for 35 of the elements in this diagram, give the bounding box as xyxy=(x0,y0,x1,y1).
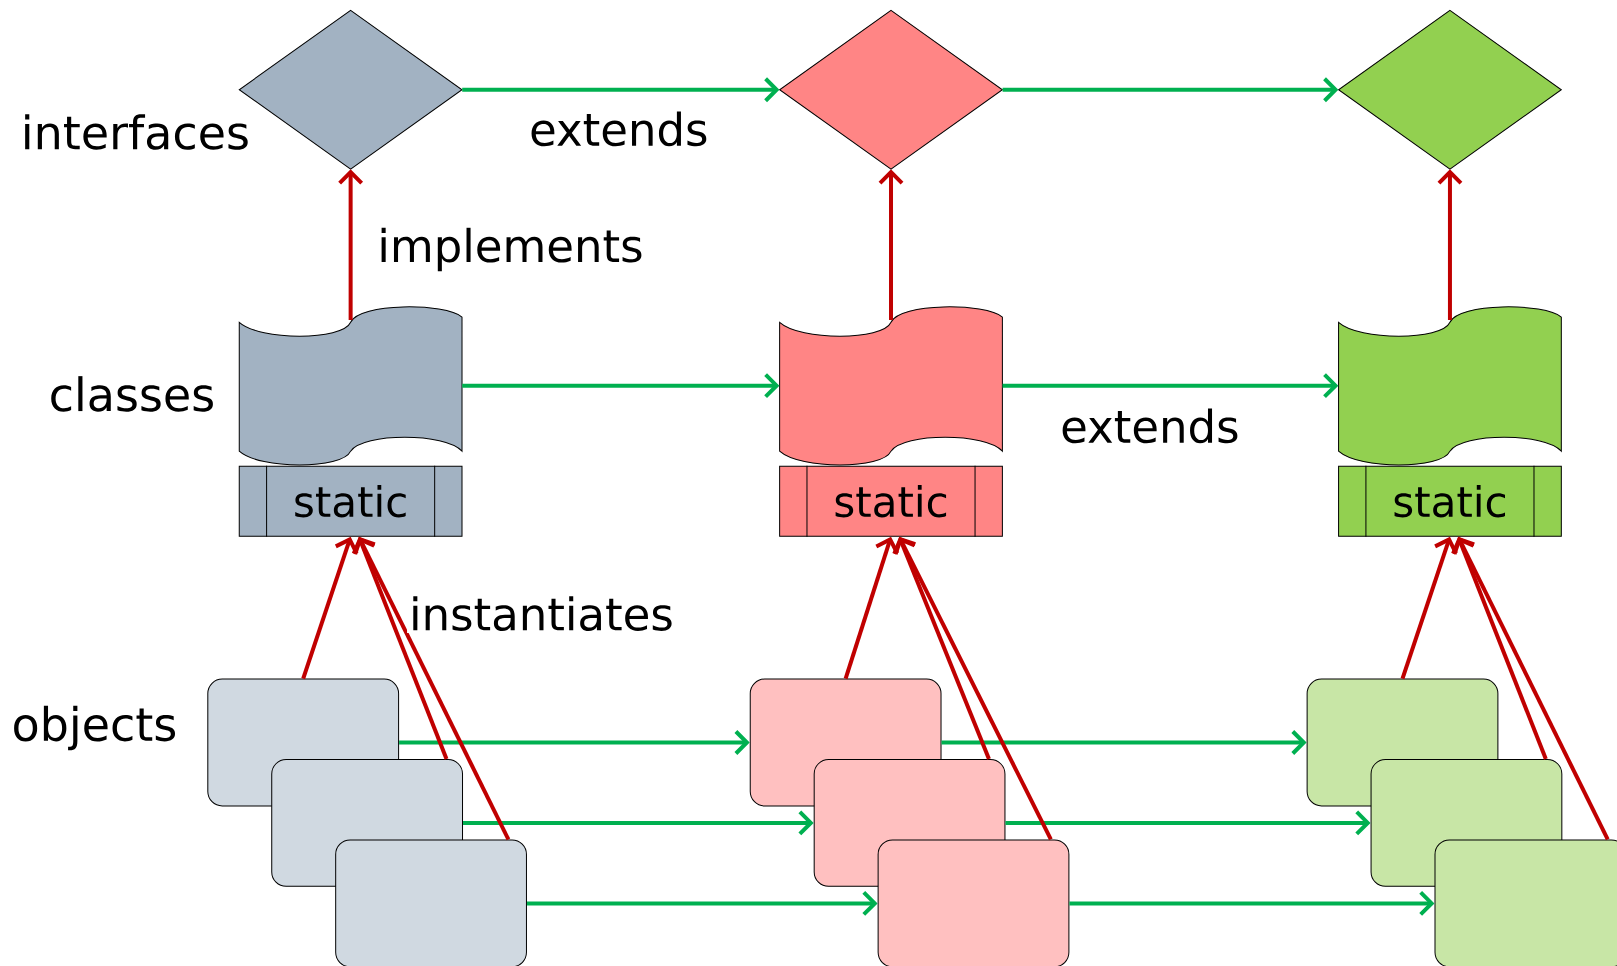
arrow xyxy=(1400,536,1458,680)
arrow xyxy=(1002,373,1339,399)
row-label: classes xyxy=(51,376,213,412)
row-label: interfaces xyxy=(25,114,248,150)
edge-label: instantiates xyxy=(407,594,676,633)
arrow xyxy=(462,373,780,399)
arrow xyxy=(1005,810,1371,836)
arrow xyxy=(1437,169,1463,320)
arrow xyxy=(878,169,904,320)
row-label: objects xyxy=(14,705,176,751)
arrow xyxy=(1069,890,1435,916)
edge-label: implements xyxy=(375,225,646,274)
arrow xyxy=(843,536,900,680)
arrow xyxy=(463,810,814,836)
interface-diamond xyxy=(779,9,1003,170)
arrow xyxy=(462,77,780,103)
arrow xyxy=(353,536,511,841)
object-box xyxy=(1434,839,1617,966)
arrow xyxy=(399,730,750,755)
arrow xyxy=(1002,77,1339,103)
arrow xyxy=(941,730,1307,755)
arrow xyxy=(1452,536,1610,841)
static-box: static xyxy=(779,465,1003,538)
edge-label: extends xyxy=(1058,406,1242,446)
arrow xyxy=(526,890,878,916)
edge-label: extends xyxy=(527,109,711,149)
object-box xyxy=(877,839,1070,966)
static-box: static xyxy=(238,465,463,538)
interface-diamond xyxy=(1338,9,1562,170)
arrow xyxy=(893,536,1053,841)
arrow xyxy=(1451,536,1548,760)
arrow xyxy=(892,536,991,760)
object-box xyxy=(335,839,527,966)
static-box: static xyxy=(1338,465,1562,538)
arrow xyxy=(338,169,364,320)
